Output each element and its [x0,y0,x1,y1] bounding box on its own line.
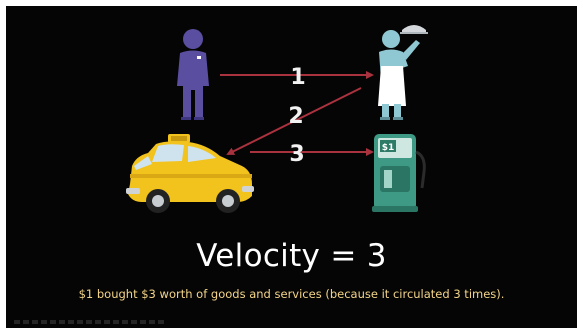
caption: $1 bought $3 worth of goods and services… [78,287,505,301]
step-label-1: 1 [290,65,305,90]
businessman-icon [177,29,209,120]
arrow-2 [226,87,362,155]
waiter-icon [378,25,428,120]
step-label-2: 2 [288,104,303,129]
step-label-3: 3 [289,142,304,167]
taxi-icon [126,134,254,213]
credit-strip [14,320,164,324]
money-velocity-diagram: 1 2 3 [126,25,428,213]
slide: 1 2 3 [6,6,577,328]
velocity-headline: Velocity = 3 [196,238,387,274]
gas-pump-icon: $1 [372,134,426,212]
pump-price: $1 [382,143,395,153]
